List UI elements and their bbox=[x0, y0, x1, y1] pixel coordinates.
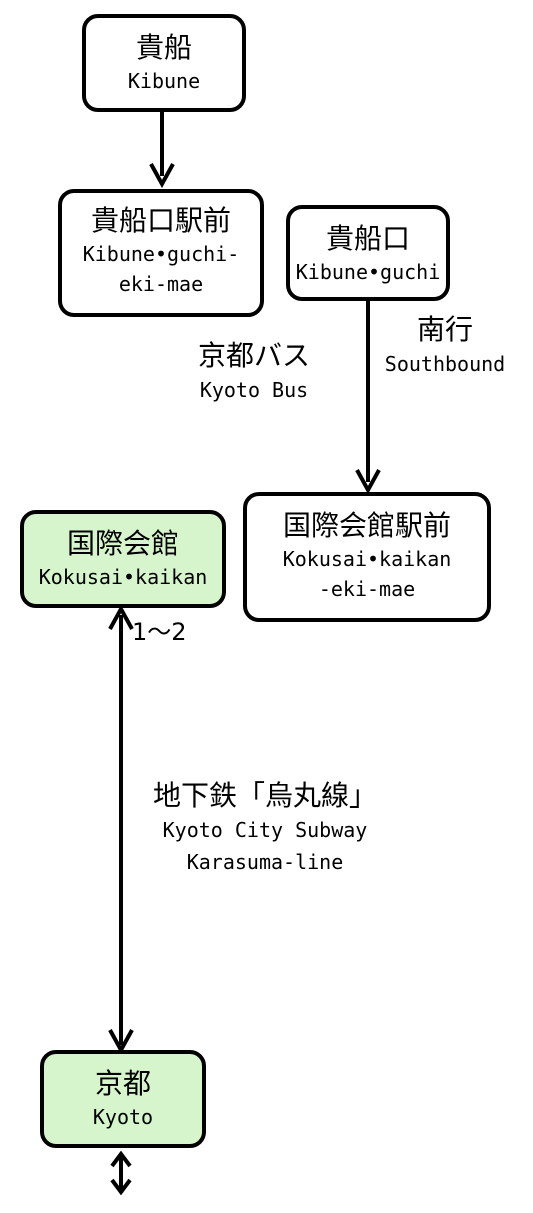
station-name-en: Kokusai•kaikan bbox=[282, 547, 452, 571]
station-name-en: Kokusai•kaikan bbox=[38, 565, 208, 589]
station-name-jp: 貴船 bbox=[135, 31, 192, 64]
arrowhead-up-icon bbox=[108, 604, 134, 630]
station-name-en: eki-mae bbox=[118, 272, 204, 296]
platform-number: 1～2 bbox=[132, 618, 187, 646]
station-name-en: Kibune bbox=[127, 69, 201, 93]
station-name-en: Kibune•guchi bbox=[295, 260, 441, 284]
southbound-label: 南行 Southbound bbox=[370, 312, 520, 380]
station-name-jp: 国際会館 bbox=[66, 527, 179, 560]
subway-en-line2: Karasuma-line bbox=[186, 850, 344, 874]
subway-label: 地下鉄「烏丸線」 Kyoto City Subway Karasuma-line bbox=[130, 778, 400, 878]
station-name-en: Kyoto bbox=[92, 1105, 154, 1129]
station-name-en: Kibune•guchi- bbox=[82, 242, 240, 266]
kyoto-bus-label: 京都バス Kyoto Bus bbox=[178, 338, 330, 406]
station-kibuneguchi-ekimae: 貴船口駅前 Kibune•guchi- eki-mae bbox=[58, 189, 264, 317]
arrowhead-down-icon bbox=[110, 1178, 132, 1196]
arrowhead-down-icon bbox=[149, 163, 175, 189]
station-name-jp: 貴船口 bbox=[325, 222, 410, 255]
southbound-jp: 南行 bbox=[416, 313, 473, 346]
platform-label: 1～2 bbox=[132, 616, 187, 648]
kyoto-bus-jp: 京都バス bbox=[197, 339, 310, 372]
station-kokusai-kaikan-ekimae: 国際会館駅前 Kokusai•kaikan -eki-mae bbox=[243, 492, 491, 622]
station-kokusai-kaikan: 国際会館 Kokusai•kaikan bbox=[20, 510, 226, 608]
station-name-en: -eki-mae bbox=[318, 577, 416, 601]
station-name-jp: 京都 bbox=[94, 1067, 151, 1100]
station-kibune: 貴船 Kibune bbox=[82, 14, 246, 112]
arrowhead-up-icon bbox=[110, 1150, 132, 1168]
station-kyoto: 京都 Kyoto bbox=[40, 1050, 206, 1148]
station-name-jp: 国際会館駅前 bbox=[282, 509, 451, 542]
station-kibuneguchi: 貴船口 Kibune•guchi bbox=[286, 205, 450, 301]
arrowhead-down-icon bbox=[355, 469, 381, 495]
kyoto-bus-en: Kyoto Bus bbox=[199, 378, 309, 402]
southbound-en: Southbound bbox=[384, 352, 506, 376]
station-name-jp: 貴船口駅前 bbox=[90, 204, 231, 237]
subway-jp: 地下鉄「烏丸線」 bbox=[152, 779, 377, 812]
subway-en-line1: Kyoto City Subway bbox=[162, 818, 368, 842]
